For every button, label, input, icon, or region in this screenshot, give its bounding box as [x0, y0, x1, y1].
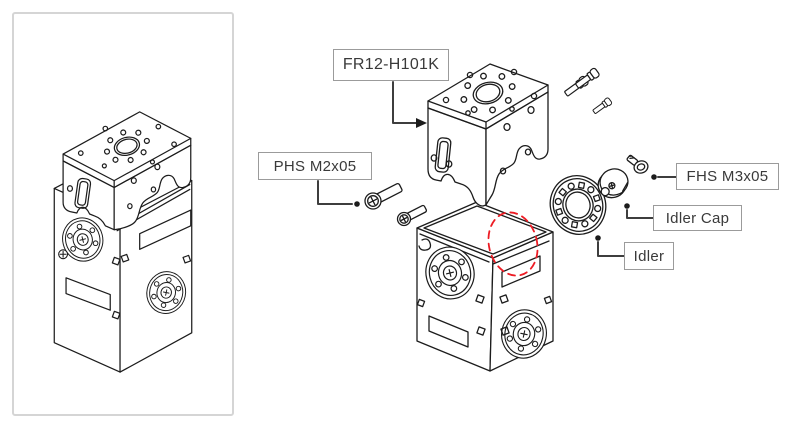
label-fhs-m3x05: FHS M3x05	[676, 163, 779, 190]
bracket-hole-pattern	[460, 72, 516, 114]
label-idler: Idler	[624, 242, 674, 270]
servo-body	[416, 201, 554, 372]
fhs-screw	[626, 154, 649, 174]
idler-ring	[549, 175, 607, 235]
leader-dot	[354, 201, 360, 207]
label-frame-fr12-h101k: FR12-H101K	[333, 49, 449, 81]
label-idler-cap: Idler Cap	[653, 205, 742, 231]
leader-markers	[354, 118, 657, 241]
assembled-bracket	[62, 111, 192, 231]
leader-dot	[595, 235, 601, 241]
assembled-unit-drawing	[53, 111, 193, 373]
leader-dot	[651, 174, 657, 180]
phs-screws	[364, 182, 428, 227]
leader-lines	[317, 81, 677, 257]
idler-cap	[597, 168, 629, 199]
label-phs-m2x05: PHS M2x05	[258, 152, 372, 180]
arrowhead	[416, 118, 427, 128]
leader-dot	[624, 203, 630, 209]
bracket-screws	[562, 66, 613, 116]
assembled-view-panel	[12, 12, 234, 416]
mount-location-highlight	[487, 211, 539, 277]
bracket-fr12-h101k	[427, 63, 549, 207]
bracket-hole-pattern	[103, 129, 150, 164]
